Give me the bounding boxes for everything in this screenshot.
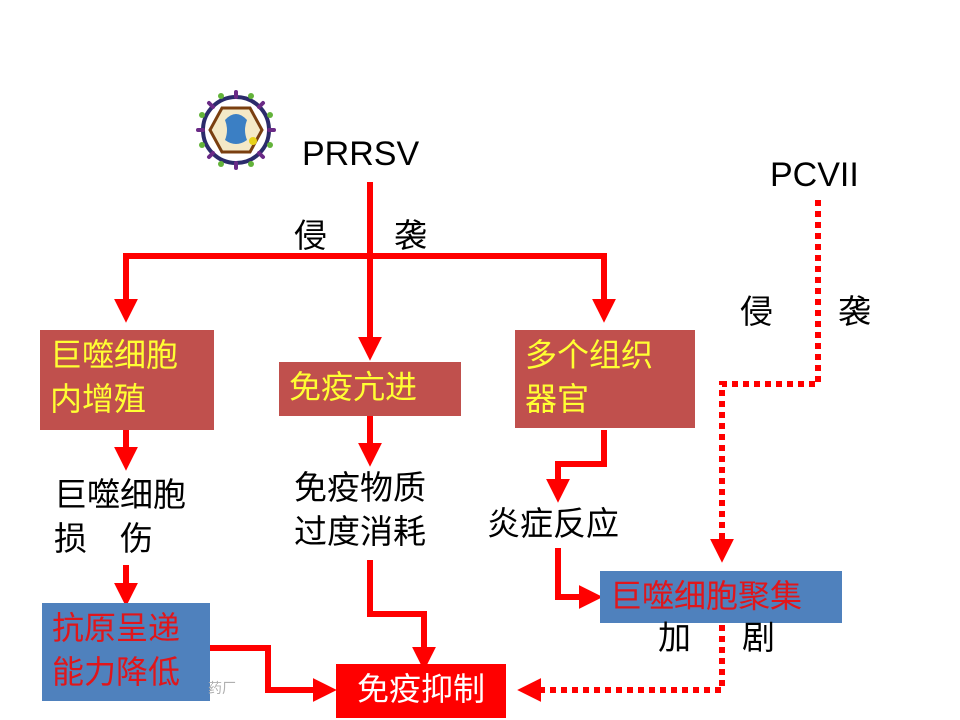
multi-organ-line2: 器官 [525,380,590,418]
macro-gather-text: 巨噬细胞聚集 [610,577,803,615]
arrow-branch-to-multi-organ [370,253,616,323]
aggravate-char2: 剧 [742,618,775,657]
macro-prolif-line1: 巨噬细胞 [50,336,179,374]
virus-icon [196,90,276,170]
arrow-multi-organ-to-inflammation [546,430,607,503]
aggravate-char1: 加 [658,618,691,657]
immune-hyper-box: 免疫亢进 [279,362,461,416]
dotted-arrow-macro-gather-to-suppress [517,625,725,702]
invade-right-char1: 侵 [740,292,773,331]
arrow-branch-to-macro-prolif [114,253,370,323]
multi-organ-box: 多个组织 器官 [515,330,695,428]
antigen-present-line1: 抗原呈递 [52,609,181,647]
arrow-antigen-to-suppress [210,645,337,702]
macro-damage-line1: 巨噬细胞 [54,475,186,514]
macro-damage-text: 巨噬细胞 损 伤 [54,473,186,561]
inflammation-text: 炎症反应 [487,504,619,543]
macro-prolif-box: 巨噬细胞 内增殖 [40,330,214,430]
macro-damage-line2: 损 伤 [54,519,153,558]
antigen-present-line2: 能力降低 [52,653,181,691]
invade-right-char2: 袭 [838,292,871,331]
watermark: 药厂 [208,681,236,697]
macro-gather-box: 巨噬细胞聚集 [600,571,842,623]
arrow-inflammation-to-macro-gather [555,548,603,609]
immune-suppress-text: 免疫抑制 [356,670,485,708]
immune-hyper-text: 免疫亢进 [289,368,418,406]
immune-consume-text: 免疫物质 过度消耗 [294,466,426,554]
dotted-arrow-pcv-to-macro-gather [710,200,821,563]
immune-suppress-box: 免疫抑制 [336,664,506,718]
antigen-present-box: 抗原呈递 能力降低 [42,603,210,701]
prrsv-label: PRRSV [302,135,420,173]
pcv-label: PCVII [770,156,859,194]
macro-prolif-line2: 内增殖 [50,380,147,418]
arrow-immune-consume-to-suppress [367,560,436,671]
immune-consume-line2: 过度消耗 [294,512,426,551]
invade-left-char2: 袭 [394,216,427,255]
multi-organ-line1: 多个组织 [525,336,654,374]
immune-consume-line1: 免疫物质 [294,468,426,507]
invade-left-char1: 侵 [294,216,327,255]
